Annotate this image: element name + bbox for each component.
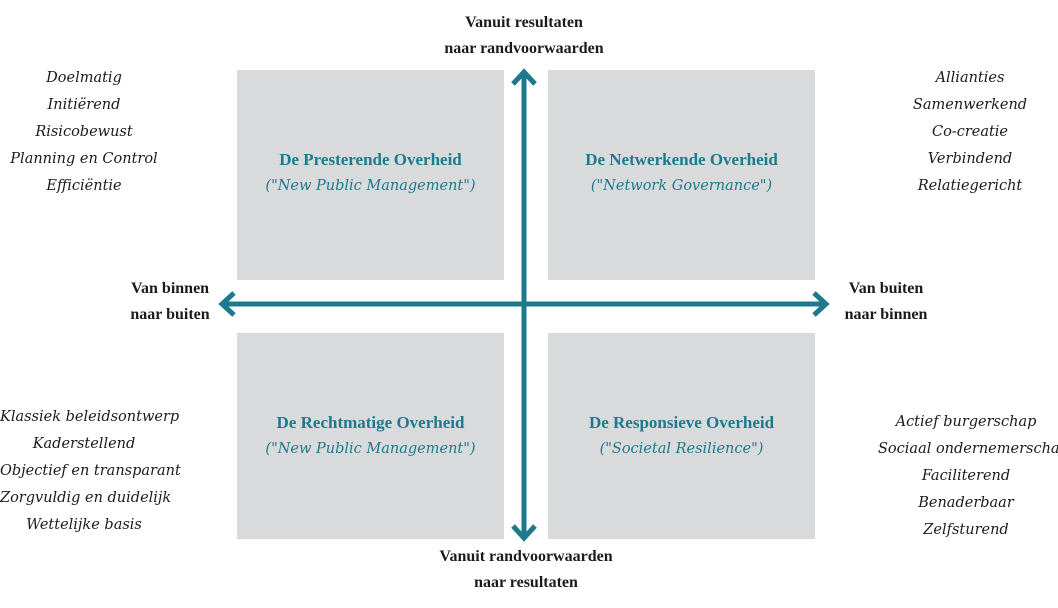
quadrant-title: De Netwerkende Overheid (585, 150, 778, 169)
axis-label-line: Van binnen (130, 280, 210, 297)
quadrant-bottom-left: De Rechtmatige Overheid ("New Public Man… (237, 333, 504, 539)
attributes-top-right: Allianties Samenwerkend Co-creatie Verbi… (895, 65, 1045, 200)
attribute-item: Actief burgerschap (895, 414, 1037, 430)
attribute-item: Efficiëntie (46, 178, 122, 194)
arrow-down-head (511, 524, 537, 542)
quadrant-top-left: De Presterende Overheid ("New Public Man… (237, 70, 504, 280)
attribute-item: Wettelijke basis (26, 517, 142, 533)
axis-label-bottom: Vanuit randvoorwaarden naar resultaten (416, 544, 636, 596)
attributes-bottom-left: Klassiek beleidsontwerp Kaderstellend Ob… (0, 404, 181, 539)
quadrant-subtitle: ("Network Governance") (590, 178, 773, 194)
attribute-item: Zelfsturend (923, 522, 1009, 538)
attributes-bottom-right: Actief burgerschap Sociaal ondernemersch… (878, 409, 1058, 544)
arrow-right-head (812, 291, 830, 317)
axis-label-line: Vanuit resultaten (465, 14, 583, 31)
arrow-up-head (511, 68, 537, 86)
attribute-item: Doelmatig (46, 70, 122, 86)
attribute-item: Kaderstellend (32, 436, 136, 452)
axis-label-line: naar binnen (844, 306, 928, 323)
quadrant-title: De Responsieve Overheid (588, 413, 775, 432)
attribute-item: Allianties (935, 70, 1005, 86)
axis-label-line: Van buiten (848, 280, 924, 297)
axis-label-right: Van buiten naar binnen (828, 276, 944, 328)
attributes-top-left: Doelmatig Initiërend Risicobewust Planni… (4, 65, 164, 200)
attribute-item: Samenwerkend (912, 97, 1028, 113)
quadrant-title: De Presterende Overheid (279, 150, 462, 169)
axis-label-line: naar buiten (130, 306, 210, 323)
attribute-item: Klassiek beleidsontwerp (0, 409, 180, 425)
axis-label-line: Vanuit randvoorwaarden (439, 548, 613, 565)
arrow-left-head (218, 291, 236, 317)
quadrant-subtitle: ("New Public Management") (265, 441, 476, 457)
attribute-item: Benaderbaar (918, 495, 1014, 511)
attribute-item: Planning en Control (10, 151, 158, 167)
quadrant-subtitle: ("New Public Management") (265, 178, 476, 194)
attribute-item: Verbindend (927, 151, 1013, 167)
attribute-item: Risicobewust (35, 124, 133, 140)
quadrant-bottom-right: De Responsieve Overheid ("Societal Resil… (548, 333, 815, 539)
attribute-item: Co-creatie (931, 124, 1009, 140)
axis-label-top: Vanuit resultaten naar randvoorwaarden (424, 10, 624, 62)
attribute-item: Zorgvuldig en duidelijk (0, 490, 172, 506)
quadrant-title: De Rechtmatige Overheid (276, 413, 465, 432)
axis-label-line: naar resultaten (474, 574, 578, 591)
attribute-item: Objectief en transparant (0, 463, 181, 479)
attribute-item: Relatiegericht (917, 178, 1023, 194)
attribute-item: Faciliterend (921, 468, 1011, 484)
quadrant-subtitle: ("Societal Resilience") (599, 441, 764, 457)
axis-label-line: naar randvoorwaarden (444, 40, 604, 57)
axis-label-left: Van binnen naar buiten (112, 276, 228, 328)
attribute-item: Initiërend (47, 97, 121, 113)
quadrant-top-right: De Netwerkende Overheid ("Network Govern… (548, 70, 815, 280)
attribute-item: Sociaal ondernemerschap (878, 441, 1058, 457)
